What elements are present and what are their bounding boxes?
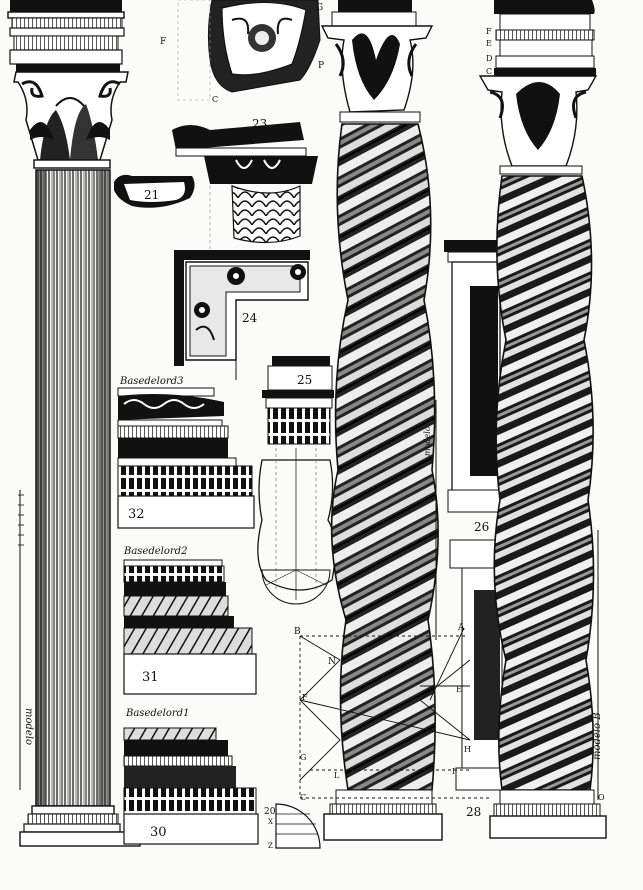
label-fig-21: 21 (144, 188, 159, 202)
console-fragment-21 (114, 174, 195, 208)
letter-F: F (302, 693, 308, 702)
letter-P-top: P (318, 61, 324, 71)
base-profile-3 (117, 387, 255, 529)
letter-A: A (457, 623, 465, 633)
cartouche-ornament (177, 0, 321, 101)
letter-E: E (456, 685, 462, 694)
letter-N: N (328, 657, 336, 667)
letter-B: B (294, 627, 301, 637)
label-fig-32: 32 (128, 507, 145, 522)
twisted-salomonic-column-center (320, 0, 443, 841)
letter-C-right: C (486, 67, 492, 76)
label-fig-28: 28 (466, 805, 481, 819)
letter-F-right: F (486, 27, 492, 36)
letter-E-right: E (486, 39, 492, 48)
letter-O: O (598, 793, 605, 802)
label-fig-26: 26 (474, 520, 489, 534)
letter-Z: Z (268, 842, 273, 850)
spiral-construction-diagram (299, 627, 490, 799)
letter-C: C (300, 793, 306, 802)
letter-F-top: F (160, 37, 166, 47)
base-profile-1 (123, 727, 259, 845)
figure-labels: 21 23 24 25 26 28 30 31 32 20 Basedelord… (23, 3, 605, 850)
fluted-corinthian-column (7, 0, 141, 847)
letter-X: X (268, 818, 273, 826)
letter-G: G (300, 753, 306, 762)
twisted-salomonic-column-right (478, 0, 607, 839)
base-profile-2 (123, 559, 257, 695)
scale-profile-20 (275, 803, 321, 849)
letter-D-right: D (486, 54, 492, 63)
label-fig-30: 30 (150, 825, 167, 840)
caption-base-order-3: Basedelord3 (119, 376, 183, 387)
cornice-fragment-23 (172, 122, 318, 250)
scale-label-modelo-right: modelo B (592, 712, 603, 760)
letter-H: H (464, 745, 471, 754)
scale-label-modelo-left: modelo (23, 708, 34, 745)
label-fig-23: 23 (252, 117, 267, 131)
label-fig-25: 25 (297, 373, 312, 387)
label-fig-31: 31 (142, 670, 159, 685)
capital-profile-25 (257, 356, 336, 605)
scale-label-modelo-center: modelo (423, 426, 432, 456)
label-fig-20: 20 (264, 807, 276, 817)
letter-G-top: G (316, 3, 323, 13)
letter-L: L (334, 771, 340, 780)
caption-base-order-2: Basedelord2 (123, 546, 187, 557)
frame-elevation-26 (444, 240, 503, 791)
letter-I: I (452, 767, 455, 776)
label-fig-24: 24 (242, 311, 258, 325)
caption-base-order-1: Basedelord1 (125, 708, 189, 719)
soffit-panel-24 (174, 250, 310, 380)
letter-C-top: C (212, 95, 218, 104)
